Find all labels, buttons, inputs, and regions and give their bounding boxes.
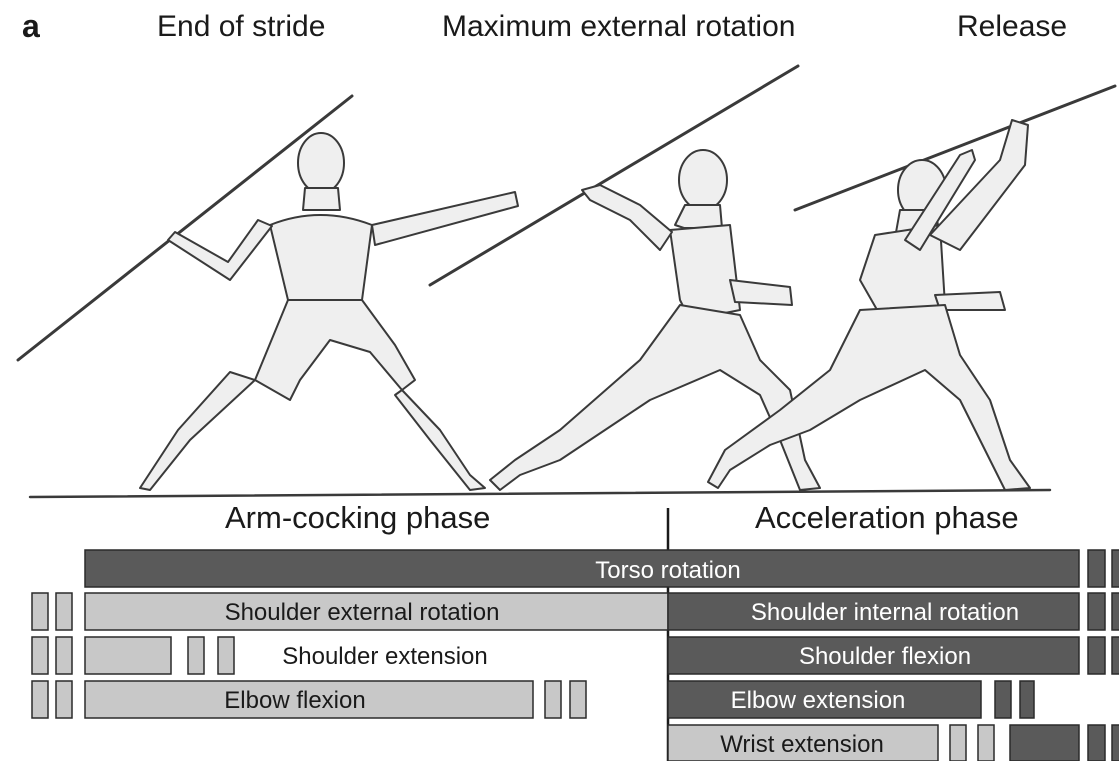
label-shoulder-external-rotation: Shoulder external rotation	[225, 599, 500, 626]
bar-tick	[570, 681, 586, 718]
bar-tick	[1112, 725, 1119, 761]
label-elbow-extension: Elbow extension	[731, 687, 906, 714]
bar-tick	[1020, 681, 1034, 718]
bar-tick	[545, 681, 561, 718]
bar-tick	[1088, 593, 1105, 630]
bar-torso-rotation	[85, 550, 1079, 587]
bar-tick	[1088, 550, 1105, 587]
bar-tick	[1112, 550, 1119, 587]
bar-tick	[56, 637, 72, 674]
phase-label-acceleration: Acceleration phase	[755, 500, 1019, 536]
bar-tick	[950, 725, 966, 761]
bar-tick	[56, 593, 72, 630]
label-shoulder-flexion: Shoulder flexion	[799, 643, 971, 670]
bar-tick	[1112, 637, 1119, 674]
bar-tick	[32, 593, 48, 630]
phase-label-arm-cocking: Arm-cocking phase	[225, 500, 490, 536]
bar-tick	[995, 681, 1011, 718]
label-wrist-extension: Wrist extension	[720, 731, 884, 758]
thrower-end-of-stride	[18, 96, 518, 490]
label-torso-rotation: Torso rotation	[595, 557, 740, 584]
bar-shoulder-extension-block	[85, 637, 171, 674]
bar-tick	[1088, 725, 1105, 761]
bar-wrist-dark-block	[1010, 725, 1079, 761]
label-shoulder-internal-rotation: Shoulder internal rotation	[751, 599, 1019, 626]
bar-tick	[32, 681, 48, 718]
bar-tick	[218, 637, 234, 674]
bar-tick	[188, 637, 204, 674]
bar-tick	[32, 637, 48, 674]
bar-tick	[978, 725, 994, 761]
bar-tick	[1112, 593, 1119, 630]
label-elbow-flexion: Elbow flexion	[224, 687, 365, 714]
ground-line	[30, 490, 1050, 497]
bar-tick	[56, 681, 72, 718]
bar-tick	[1088, 637, 1105, 674]
label-shoulder-extension: Shoulder extension	[282, 643, 487, 670]
